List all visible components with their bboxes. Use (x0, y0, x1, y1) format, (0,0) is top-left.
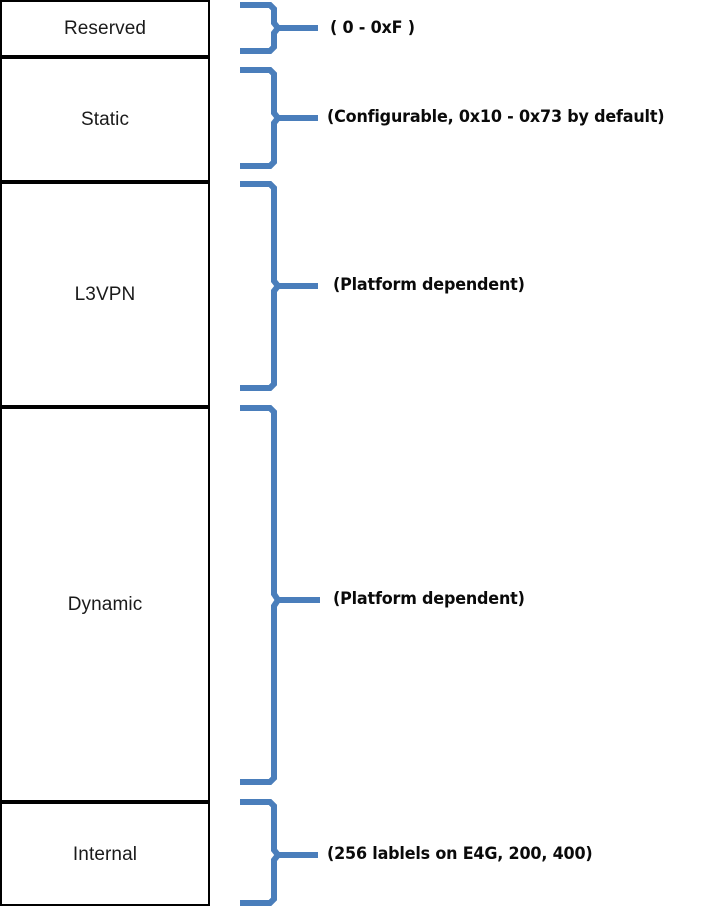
brace-dynamic (240, 405, 320, 785)
annotation-reserved: ( 0 - 0xF ) (330, 18, 415, 38)
region-label-internal: Internal (72, 843, 138, 865)
region-box-dynamic: Dynamic (0, 407, 210, 802)
brace-l3vpn (240, 181, 318, 391)
brace-reserved (240, 2, 318, 54)
region-label-reserved: Reserved (63, 18, 147, 39)
region-label-static: Static (80, 109, 130, 130)
region-box-l3vpn: L3VPN (0, 182, 210, 407)
annotation-internal: (256 lablels on E4G, 200, 400) (327, 844, 593, 864)
region-label-l3vpn: L3VPN (74, 284, 136, 305)
region-label-dynamic: Dynamic (67, 594, 143, 615)
annotation-dynamic: (Platform dependent) (333, 589, 525, 609)
brace-internal (240, 799, 318, 906)
brace-static (240, 67, 318, 169)
annotation-l3vpn: (Platform dependent) (333, 275, 525, 295)
region-stack: Reserved Static L3VPN Dynamic Internal (0, 0, 210, 906)
annotation-static: (Configurable, 0x10 - 0x73 by default) (327, 107, 665, 127)
region-box-static: Static (0, 57, 210, 182)
region-box-reserved: Reserved (0, 0, 210, 57)
region-box-internal: Internal (0, 802, 210, 906)
